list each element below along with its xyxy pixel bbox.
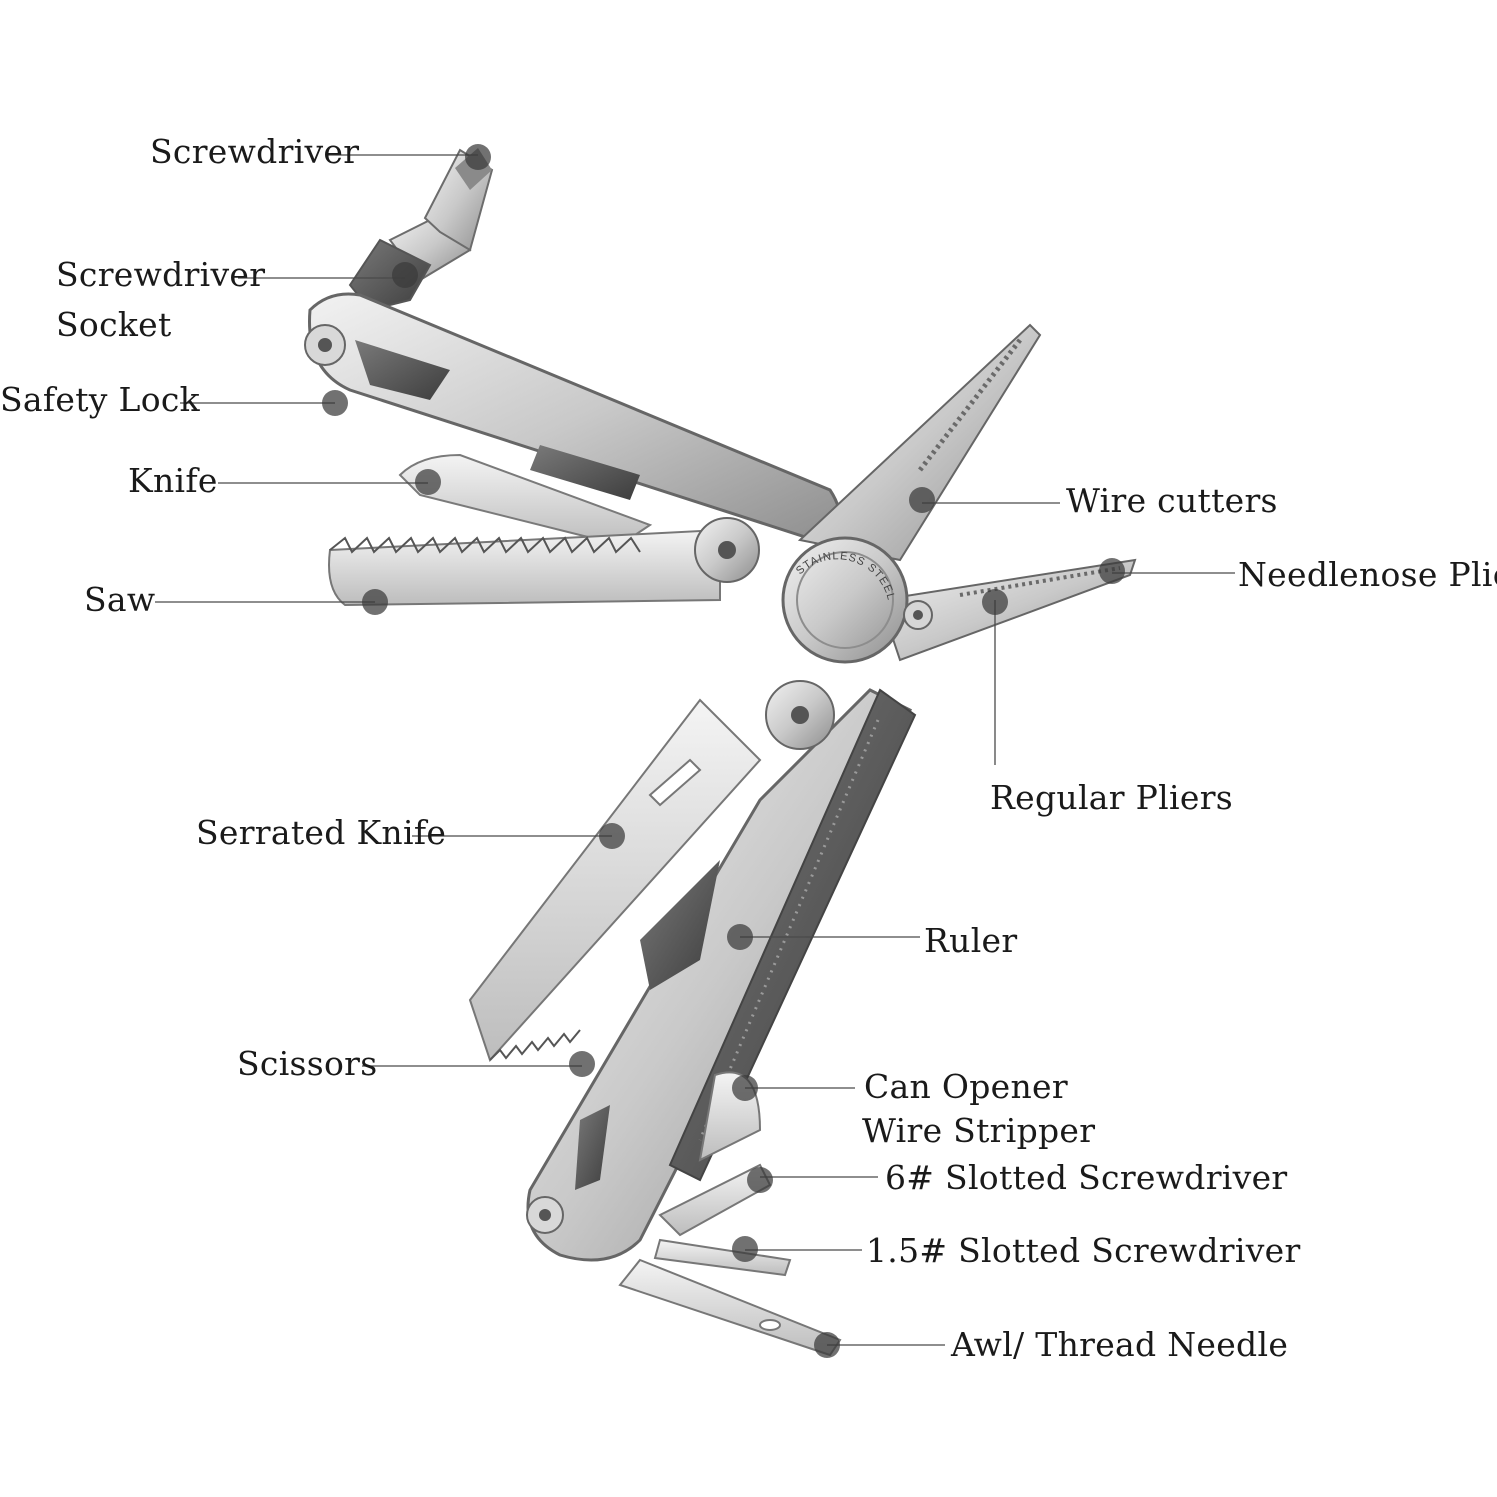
serrated-knife-blade: [468, 698, 762, 1062]
label-saw: Saw: [84, 580, 156, 619]
label-wire-cutters: Wire cutters: [1066, 481, 1278, 520]
awl-tool: [618, 1258, 842, 1357]
label-screwdriver-socket-line2: Socket: [56, 305, 172, 344]
label-regular-pliers: Regular Pliers: [990, 778, 1233, 817]
label-ruler: Ruler: [924, 921, 1018, 960]
wire-cutter-jaw: [797, 323, 1042, 562]
ruler-edge: [668, 688, 917, 1182]
lower-handle: [526, 680, 913, 1262]
slotted-screwdriver-1-5: [653, 1238, 792, 1277]
label-can-opener: Can Opener: [864, 1067, 1068, 1106]
pivot-disc: STAINLESS STEEL: [781, 536, 933, 664]
label-scissors: Scissors: [237, 1044, 378, 1083]
callouts: [155, 144, 1235, 1358]
label-needlenose-pliers: Needlenose Pliers: [1238, 555, 1497, 594]
label-screwdriver-socket-line1: Screwdriver: [56, 255, 266, 294]
label-slotted-screwdriver-6: 6# Slotted Screwdriver: [885, 1158, 1288, 1197]
label-slotted-screwdriver-1-5: 1.5# Slotted Screwdriver: [866, 1231, 1301, 1270]
label-awl-thread-needle: Awl/ Thread Needle: [951, 1325, 1289, 1364]
saw-blade: [328, 528, 721, 607]
label-screwdriver: Screwdriver: [150, 132, 360, 171]
label-knife: Knife: [128, 461, 218, 500]
label-wire-stripper: Wire Stripper: [862, 1111, 1096, 1150]
label-safety-lock: Safety Lock: [0, 380, 200, 419]
label-serrated-knife: Serrated Knife: [196, 813, 447, 852]
upper-handle: [304, 292, 842, 583]
